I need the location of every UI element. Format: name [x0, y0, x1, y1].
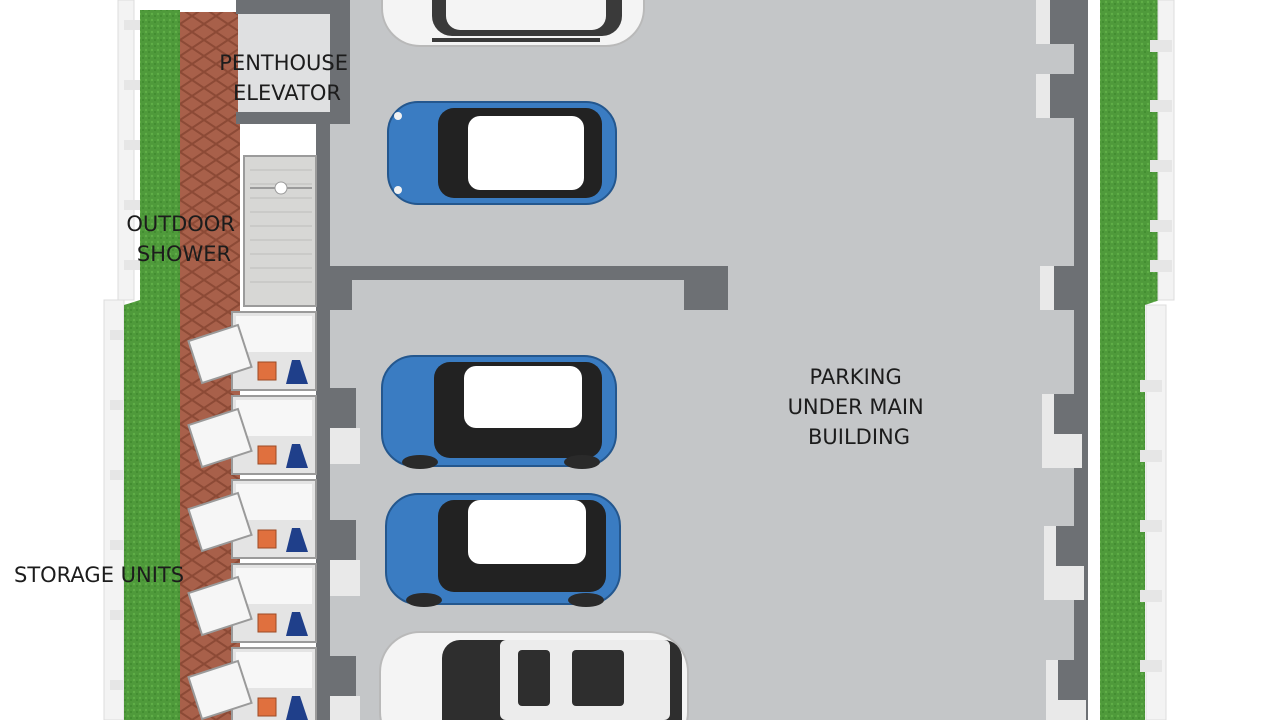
storage-door: [187, 659, 253, 720]
storage-box-icon: [257, 361, 277, 381]
storage-unit-back-wall: [236, 484, 312, 520]
storage-unit: [187, 563, 317, 643]
vehicle-blue-mini-3: [385, 493, 621, 607]
storage-unit-back-wall: [236, 652, 312, 688]
storage-unit: [187, 479, 317, 559]
storage-door: [187, 323, 253, 385]
vehicle-blue-mini-2: [381, 355, 617, 469]
label-storage-units: STORAGE UNITS: [14, 563, 184, 587]
storage-units: [187, 311, 317, 720]
left-fence-posts: [110, 20, 140, 690]
label-penthouse-elevator: PENTHOUSE ELEVATOR: [219, 51, 354, 105]
storage-box-icon: [257, 697, 277, 717]
storage-unit-back-wall: [236, 568, 312, 604]
label-outdoor-shower: OUTDOOR SHOWER: [126, 212, 241, 266]
label-parking: PARKING UNDER MAIN BUILDING: [788, 365, 931, 449]
storage-unit: [187, 647, 317, 720]
storage-bag-icon: [286, 360, 308, 384]
storage-door: [187, 407, 253, 469]
vehicle-white-sedan: [381, 0, 645, 47]
storage-box-icon: [257, 445, 277, 465]
storage-unit: [187, 311, 317, 391]
storage-door: [187, 491, 253, 553]
left-grass-strip: [124, 10, 180, 720]
shower-head-icon: [274, 181, 288, 195]
storage-unit-back-wall: [236, 316, 312, 352]
outdoor-shower: [243, 155, 317, 307]
penthouse-elevator-room: [238, 14, 330, 112]
storage-unit: [187, 395, 317, 475]
storage-bag-icon: [286, 612, 308, 636]
storage-bag-icon: [286, 696, 308, 720]
vehicle-blue-mini-1: [387, 101, 617, 205]
storage-unit-back-wall: [236, 400, 312, 436]
storage-box-icon: [257, 529, 277, 549]
left-wall-piers: [316, 388, 360, 720]
vehicle-white-suv: [379, 631, 689, 720]
right-fence-posts: [1140, 40, 1172, 672]
right-grass-strip: [1090, 0, 1160, 720]
right-wall-piers: [1036, 0, 1086, 720]
storage-box-icon: [257, 613, 277, 633]
storage-door: [187, 575, 253, 637]
storage-bag-icon: [286, 444, 308, 468]
storage-bag-icon: [286, 528, 308, 552]
